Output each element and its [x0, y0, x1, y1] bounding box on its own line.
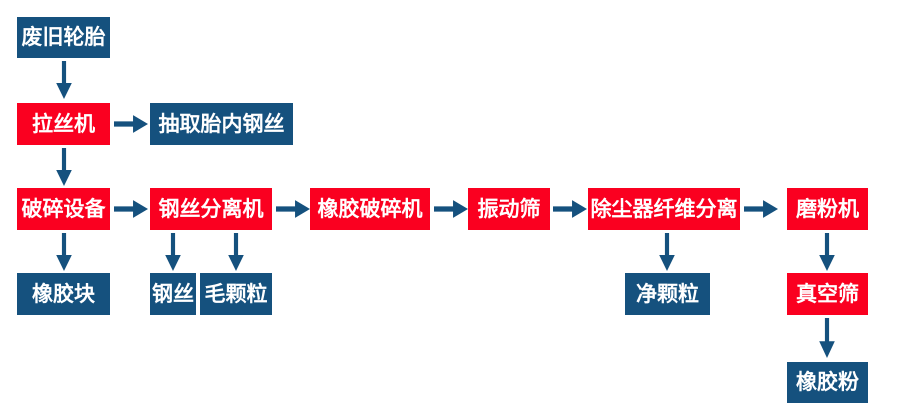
node-equipment-n13: 磨粉机	[787, 188, 868, 230]
node-equipment-n10: 振动筛	[468, 188, 550, 230]
node-equipment-n14: 真空筛	[787, 273, 868, 315]
node-equipment-n9: 橡胶破碎机	[310, 188, 430, 230]
node-label: 橡胶破碎机	[317, 196, 423, 221]
arrow-down-n14-to-n15	[814, 318, 840, 358]
node-label: 除尘器纤维分离	[590, 196, 738, 221]
node-label: 橡胶粉	[796, 370, 859, 394]
node-label: 钢丝分离机	[158, 196, 264, 221]
arrow-down-n1-to-n2	[51, 61, 77, 99]
node-label: 橡胶块	[32, 281, 95, 306]
arrow-right-n4-to-n6	[114, 196, 148, 222]
node-equipment-n4: 破碎设备	[17, 188, 110, 230]
node-label: 钢丝	[152, 281, 194, 306]
node-product-n12: 净颗粒	[625, 273, 710, 315]
node-material-n1: 废旧轮胎	[17, 17, 110, 58]
node-product-n3: 抽取胎内钢丝	[150, 103, 293, 145]
arrow-right-n2-to-n3	[114, 111, 148, 137]
node-label: 拉丝机	[32, 111, 95, 136]
arrow-right-n6-to-n9	[276, 196, 310, 222]
arrow-right-n11-to-n13	[744, 196, 778, 222]
arrow-right-n10-to-n11	[553, 196, 587, 222]
node-equipment-n6: 钢丝分离机	[150, 188, 272, 230]
node-label: 废旧轮胎	[21, 25, 106, 49]
node-product-n7: 钢丝	[150, 273, 196, 315]
arrow-right-n9-to-n10	[434, 196, 468, 222]
node-product-n8: 毛颗粒	[200, 273, 272, 315]
node-label: 磨粉机	[796, 196, 859, 221]
node-label: 抽取胎内钢丝	[158, 111, 285, 136]
node-label: 振动筛	[477, 196, 541, 221]
node-label: 真空筛	[796, 281, 859, 306]
arrow-down-n6-to-n8	[223, 233, 249, 271]
arrow-down-n11-to-n12	[654, 233, 680, 271]
node-product-n15: 橡胶粉	[787, 362, 868, 403]
arrow-down-n4-to-n5	[51, 233, 77, 271]
node-label: 毛颗粒	[204, 281, 268, 306]
node-label: 净颗粒	[636, 281, 699, 306]
node-equipment-n11: 除尘器纤维分离	[588, 188, 740, 230]
arrow-down-n2-to-n4	[51, 148, 77, 186]
node-equipment-n2: 拉丝机	[17, 103, 110, 145]
arrow-down-n6-to-n7	[160, 233, 186, 271]
arrow-down-n13-to-n14	[814, 233, 840, 271]
node-product-n5: 橡胶块	[17, 273, 110, 315]
node-label: 破碎设备	[21, 196, 106, 221]
